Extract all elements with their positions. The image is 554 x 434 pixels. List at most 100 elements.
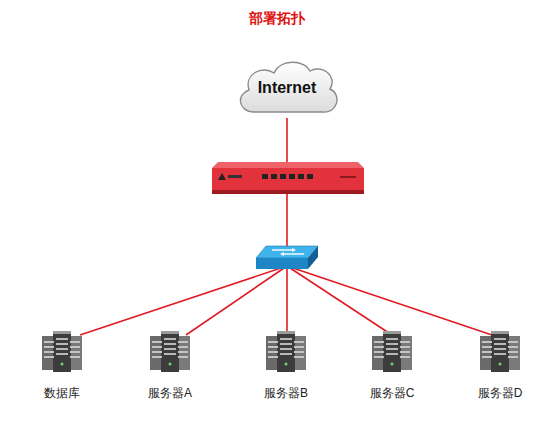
server-bay	[152, 341, 162, 343]
server-bay	[508, 356, 518, 358]
server-node: 数据库	[27, 328, 97, 402]
server-bay	[178, 341, 188, 343]
server-bay	[386, 343, 398, 345]
switch-arrowhead	[292, 248, 296, 252]
server-tower	[383, 331, 401, 372]
server-bay	[494, 338, 506, 340]
server-bay	[400, 346, 410, 348]
server-bay	[268, 356, 278, 358]
server-node: 服务器B	[251, 328, 321, 402]
server-bay	[44, 351, 54, 353]
server-icon	[478, 328, 522, 374]
server-top	[53, 331, 71, 334]
server-bay	[294, 351, 304, 353]
server-bay	[44, 356, 54, 358]
server-led	[169, 363, 172, 366]
access-wire	[80, 266, 287, 335]
server-bay	[44, 341, 54, 343]
server-icon	[264, 328, 308, 374]
server-bay	[294, 341, 304, 343]
server-bay	[70, 356, 80, 358]
cloud-node: Internet	[232, 56, 342, 120]
server-bay	[268, 346, 278, 348]
server-bay	[56, 353, 68, 355]
server-led	[285, 363, 288, 366]
server-bay	[164, 343, 176, 345]
server-icon	[370, 328, 414, 374]
server-bay	[374, 341, 384, 343]
server-label: 数据库	[17, 385, 107, 402]
server-bay	[294, 356, 304, 358]
access-wire	[287, 266, 392, 335]
server-bay	[482, 341, 492, 343]
server-bay	[44, 346, 54, 348]
server-label: 服务器D	[455, 385, 545, 402]
server-bay	[152, 356, 162, 358]
switch-arrow	[272, 249, 292, 250]
server-bay	[280, 338, 292, 340]
server-bay	[280, 343, 292, 345]
server-bay	[56, 348, 68, 350]
server-bay	[164, 338, 176, 340]
firewall-port	[307, 174, 313, 179]
server-bay	[386, 338, 398, 340]
switch-front	[256, 258, 308, 269]
server-bay	[294, 346, 304, 348]
server-top	[277, 331, 295, 334]
server-led	[499, 363, 502, 366]
uplink-wire	[286, 118, 288, 163]
server-top	[491, 331, 509, 334]
server-top	[383, 331, 401, 334]
server-bay	[70, 351, 80, 353]
server-bay	[400, 351, 410, 353]
firewall-top	[212, 162, 364, 168]
server-label: 服务器A	[125, 385, 215, 402]
server-tower	[277, 331, 295, 372]
switch-arrow	[284, 253, 304, 254]
server-bay	[374, 351, 384, 353]
server-bay	[152, 351, 162, 353]
server-bay	[152, 346, 162, 348]
server-bay	[56, 343, 68, 345]
server-icon	[40, 328, 84, 374]
server-bay	[400, 356, 410, 358]
server-bay	[178, 351, 188, 353]
server-node: 服务器A	[135, 328, 205, 402]
server-icon	[148, 328, 192, 374]
server-bay	[178, 356, 188, 358]
firewall-port	[280, 174, 286, 179]
server-node: 服务器D	[465, 328, 535, 402]
server-bay	[268, 351, 278, 353]
server-bay	[70, 341, 80, 343]
server-tower	[53, 331, 71, 372]
server-bay	[70, 346, 80, 348]
server-bay	[386, 353, 398, 355]
server-node: 服务器C	[357, 328, 427, 402]
server-bay	[374, 356, 384, 358]
server-bay	[482, 356, 492, 358]
server-bay	[508, 341, 518, 343]
server-bay	[164, 348, 176, 350]
switch-arrowhead	[280, 252, 284, 256]
server-bay	[374, 346, 384, 348]
server-label: 服务器B	[241, 385, 331, 402]
firewall-body	[212, 168, 364, 194]
firewall-base	[212, 190, 364, 194]
access-wire	[287, 266, 492, 335]
server-bay	[268, 341, 278, 343]
firewall-port	[271, 174, 277, 179]
firewall-badge	[340, 176, 356, 178]
firewall-logo-mark	[228, 175, 242, 178]
server-bay	[280, 348, 292, 350]
server-bay	[494, 343, 506, 345]
server-bay	[482, 346, 492, 348]
access-wire	[286, 266, 288, 335]
firewall-port	[262, 174, 268, 179]
server-bay	[508, 351, 518, 353]
server-bay	[386, 348, 398, 350]
cloud-label: Internet	[232, 56, 342, 120]
server-bay	[280, 353, 292, 355]
trunk-wire	[286, 194, 288, 247]
switch-top	[256, 246, 318, 258]
server-led	[391, 363, 394, 366]
